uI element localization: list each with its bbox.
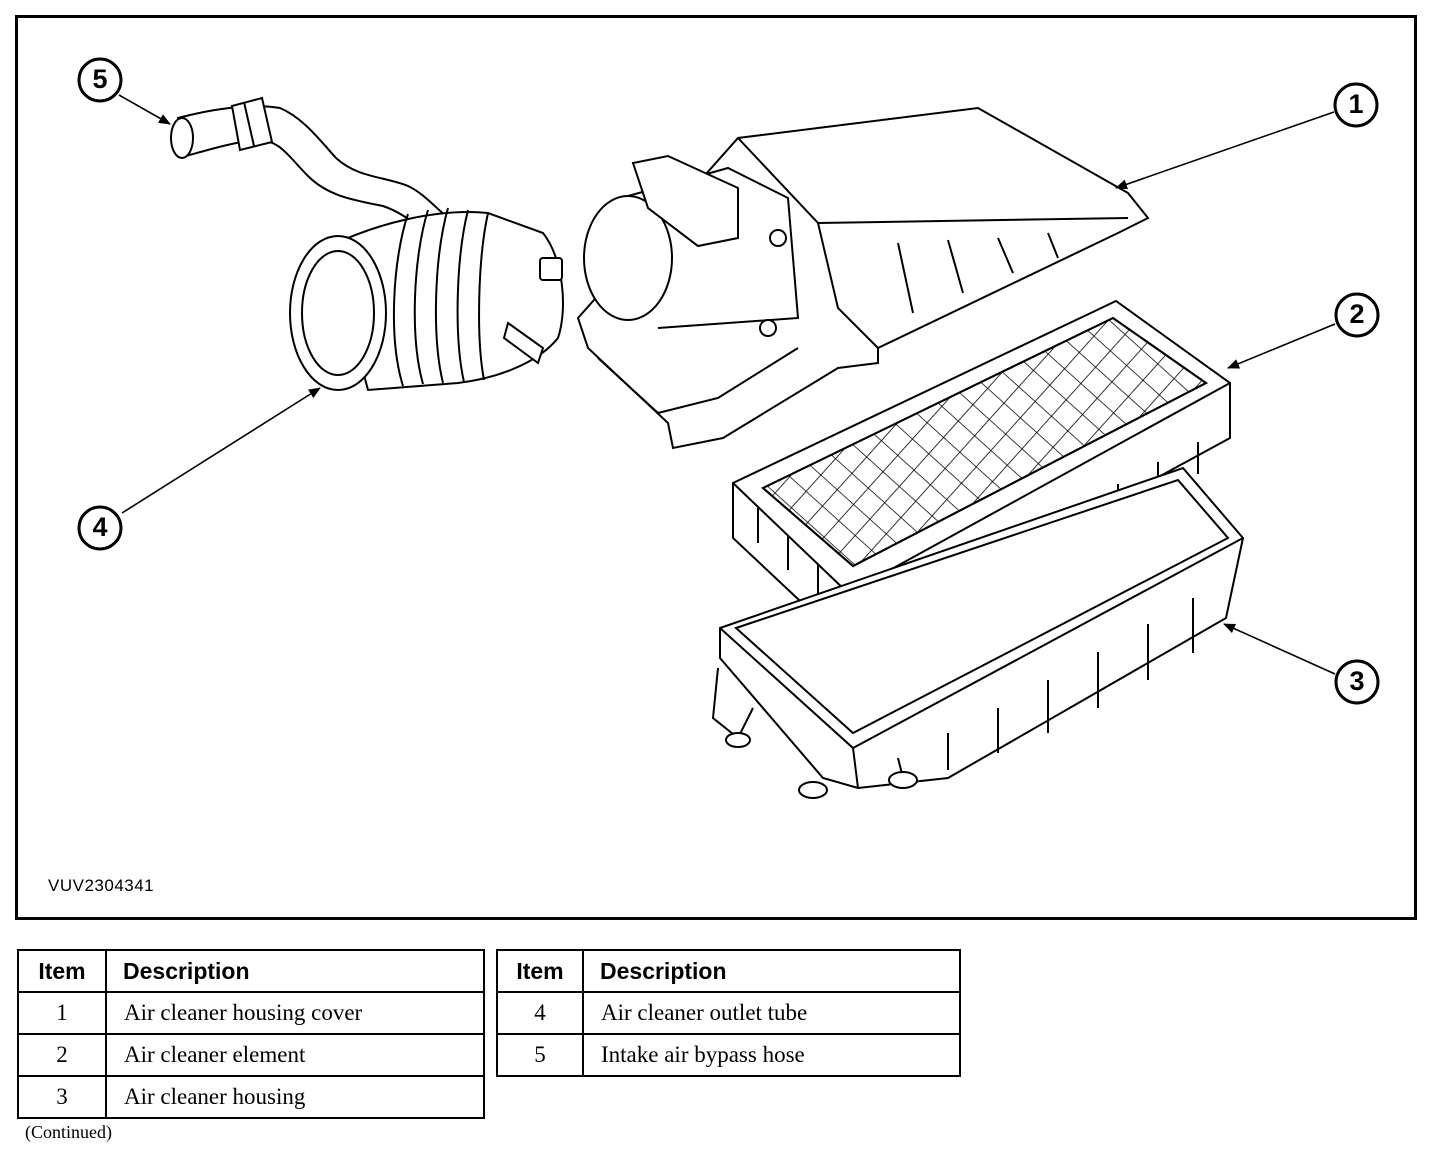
callout-number: 4 (92, 512, 107, 542)
table-header-row: Item Description (17, 949, 485, 993)
exploded-diagram-frame: 1 2 3 4 5 VUV2304341 (15, 15, 1417, 920)
item-number: 5 (496, 1033, 584, 1077)
exploded-diagram: 1 2 3 4 5 (77, 57, 1380, 799)
item-description: Air cleaner housing (105, 1075, 485, 1119)
table-row: 5 Intake air bypass hose (496, 1033, 961, 1077)
callout-circle (1333, 82, 1379, 128)
item-number: 4 (496, 991, 584, 1035)
item-number: 3 (17, 1075, 107, 1119)
callout-5: 5 (77, 57, 123, 103)
column-header-item: Item (17, 949, 107, 993)
continued-note: (Continued) (25, 1122, 112, 1142)
callout-number: 2 (1349, 299, 1364, 329)
legend-table-left: Item Description 1 Air cleaner housing c… (17, 949, 485, 1119)
callout-leader-lines (118, 94, 1336, 675)
callout-3: 3 (1334, 659, 1380, 705)
air-cleaner-housing-cover (576, 106, 1150, 450)
column-header-description: Description (582, 949, 961, 993)
air-cleaner-outlet-tube (289, 207, 564, 392)
table-header-row: Item Description (496, 949, 961, 993)
item-description: Air cleaner outlet tube (582, 991, 961, 1035)
column-header-description: Description (105, 949, 485, 993)
legend-table-right: Item Description 4 Air cleaner outlet tu… (496, 949, 961, 1077)
callout-number: 1 (1348, 89, 1363, 119)
item-description: Air cleaner housing cover (105, 991, 485, 1035)
table-row: 1 Air cleaner housing cover (17, 991, 485, 1035)
callout-circle (1334, 292, 1380, 338)
callout-circle (77, 57, 123, 103)
item-number: 2 (17, 1033, 107, 1077)
callout-2: 2 (1334, 292, 1380, 338)
callout-number: 3 (1349, 666, 1364, 696)
callout-1: 1 (1333, 82, 1379, 128)
item-description: Intake air bypass hose (582, 1033, 961, 1077)
callouts: 1 2 3 4 5 (77, 57, 1380, 705)
column-header-item: Item (496, 949, 584, 993)
callout-number: 5 (92, 64, 107, 94)
intake-air-bypass-hose (170, 96, 448, 234)
table-row: 3 Air cleaner housing (17, 1075, 485, 1119)
air-cleaner-housing (711, 466, 1245, 799)
item-description: Air cleaner element (105, 1033, 485, 1077)
table-row: 2 Air cleaner element (17, 1033, 485, 1077)
table-row: 4 Air cleaner outlet tube (496, 991, 961, 1035)
figure-code: VUV2304341 (48, 876, 155, 895)
item-number: 1 (17, 991, 107, 1035)
callout-circle (1334, 659, 1380, 705)
callout-4: 4 (77, 505, 123, 551)
callout-circle (77, 505, 123, 551)
